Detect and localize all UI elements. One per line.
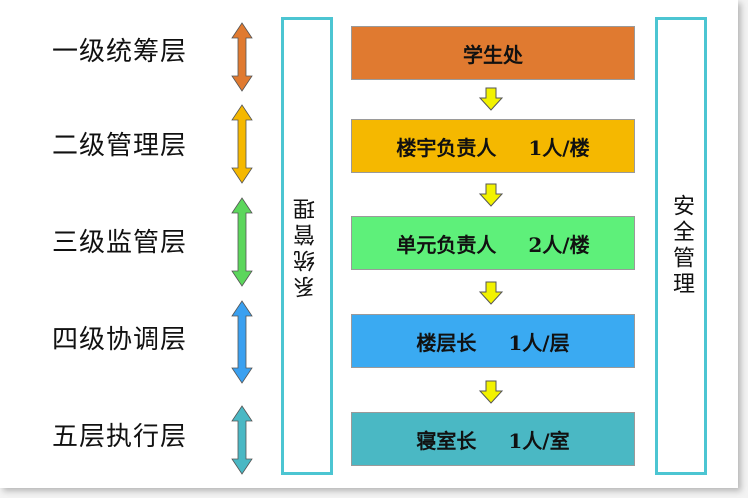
down-arrow-icon — [478, 183, 504, 207]
double-arrow-icon-3 — [231, 197, 253, 287]
level-label-2: 二级管理层 — [52, 131, 188, 161]
level-label-3: 三级监管层 — [52, 228, 188, 258]
safety-management-frame: 安全管理 — [655, 17, 707, 475]
box-count: 1人/室 — [508, 428, 570, 453]
double-arrow-icon-2 — [231, 104, 253, 184]
level-label-1: 一级统筹层 — [52, 37, 188, 67]
double-arrow-icon-1 — [231, 22, 253, 92]
box-count: 1人/楼 — [528, 135, 590, 160]
safety-management-label: 安全管理 — [669, 194, 694, 298]
system-management-label: 系统管理 — [294, 194, 319, 298]
box-name: 楼层长 — [416, 330, 477, 355]
box-unit-head: 单元负责人 2人/楼 — [351, 216, 635, 270]
box-name: 寝室长 — [416, 428, 477, 453]
box-dorm-head: 寝室长 1人/室 — [351, 412, 635, 466]
down-arrow-icon — [478, 87, 504, 111]
double-arrow-icon-5 — [231, 405, 253, 475]
box-name: 单元负责人 — [396, 232, 497, 257]
level-label-4: 四级协调层 — [52, 325, 188, 355]
box-building-head: 楼宇负责人 1人/楼 — [351, 119, 635, 173]
double-arrow-icon-4 — [231, 300, 253, 384]
down-arrow-icon — [478, 281, 504, 305]
box-student-office: 学生处 — [351, 26, 635, 80]
box-count: 1人/层 — [508, 330, 570, 355]
box-name: 学生处 — [463, 42, 523, 67]
level-label-5: 五层执行层 — [52, 422, 188, 452]
box-name: 楼宇负责人 — [396, 135, 497, 160]
system-management-frame: 系统管理 — [281, 17, 333, 475]
box-floor-head: 楼层长 1人/层 — [351, 314, 635, 368]
box-count: 2人/楼 — [528, 232, 590, 257]
down-arrow-icon — [478, 380, 504, 404]
diagram-canvas: 一级统筹层 二级管理层 三级监管层 四级协调层 五层执行层 系统管理 安全管理 … — [0, 0, 738, 488]
